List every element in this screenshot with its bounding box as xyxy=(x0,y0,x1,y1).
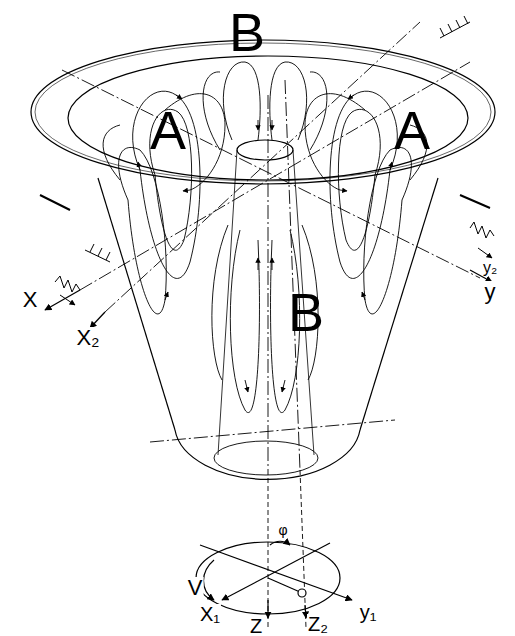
axis-label: y₂ xyxy=(482,260,498,276)
drawing-path xyxy=(330,91,397,278)
drawing-ellipse xyxy=(214,441,318,475)
drawing-g xyxy=(268,470,306,628)
drawing-polyline xyxy=(55,276,80,292)
drawing-line xyxy=(183,190,190,191)
drawing-g xyxy=(138,95,392,392)
drawing-line xyxy=(98,248,102,256)
drawing-line xyxy=(272,120,273,130)
drawing-path xyxy=(203,72,220,150)
drawing-line xyxy=(440,22,470,38)
drawing-line xyxy=(460,195,490,208)
drawing-ellipse xyxy=(31,40,495,184)
drawing-line xyxy=(272,258,273,270)
drawing-line xyxy=(258,258,259,270)
drawing-path xyxy=(364,147,412,313)
drawing-line xyxy=(268,470,269,628)
drawing-line xyxy=(90,312,105,328)
drawing-line xyxy=(267,600,268,618)
drawing-polyline xyxy=(470,222,494,238)
drawing-line xyxy=(340,190,347,191)
drawing-ellipse xyxy=(68,56,468,180)
drawing-line xyxy=(440,28,444,36)
region-letter: A xyxy=(149,103,187,157)
drawing-line xyxy=(448,24,452,32)
drawing-line xyxy=(138,162,140,170)
drawing-g xyxy=(62,22,480,470)
drawing-g xyxy=(103,62,427,413)
drawing-path xyxy=(133,91,200,278)
drawing-line xyxy=(245,380,248,392)
drawing-line xyxy=(85,250,110,262)
axis-label: V xyxy=(187,577,204,599)
drawing-line xyxy=(222,543,330,600)
axis-label: φ xyxy=(277,523,288,537)
drawing-line xyxy=(268,95,269,470)
region-letter: B xyxy=(287,285,325,339)
drawing-g xyxy=(40,16,494,305)
drawing-line xyxy=(90,244,94,252)
drawing-path xyxy=(223,62,260,140)
drawing-line xyxy=(305,605,306,618)
drawing-line xyxy=(478,248,492,258)
axis-label: y₁ xyxy=(359,602,378,622)
axis-label: X xyxy=(22,289,39,311)
drawing-path xyxy=(310,72,327,150)
drawing-path xyxy=(212,225,228,380)
drawing-line xyxy=(106,252,110,260)
drawing-line xyxy=(60,295,75,305)
drawing-circle xyxy=(298,589,306,597)
axis-label: y xyxy=(484,281,497,303)
drawing-line xyxy=(268,578,300,592)
drawing-ellipse xyxy=(35,43,491,181)
drawing-path xyxy=(338,109,380,250)
drawing-line xyxy=(200,545,352,600)
axis-label: X₂ xyxy=(75,327,100,349)
drawing-path xyxy=(270,62,307,140)
drawing-line xyxy=(45,290,80,310)
drawing-path xyxy=(270,541,290,545)
drawing-path xyxy=(175,430,360,479)
drawing-line xyxy=(348,95,354,99)
drawing-ellipse xyxy=(237,140,293,160)
drawing-line xyxy=(150,420,395,442)
region-letter: A xyxy=(393,103,431,157)
drawing-line xyxy=(456,20,460,28)
axis-label: Z xyxy=(249,616,263,636)
drawing-line xyxy=(464,16,468,24)
drawing-line xyxy=(390,162,392,170)
drawing-line xyxy=(218,150,237,455)
drawing-path xyxy=(230,230,259,413)
drawing-line xyxy=(40,195,70,210)
drawing-line xyxy=(282,380,285,392)
axis-label: X₁ xyxy=(199,604,221,624)
drawing-path xyxy=(103,125,120,180)
drawing-line xyxy=(165,292,168,300)
drawing-line xyxy=(98,178,175,430)
drawing-line xyxy=(300,470,306,628)
drawing-g xyxy=(31,16,495,628)
region-letter: B xyxy=(228,5,266,59)
drawing-path xyxy=(305,94,365,190)
drawing-line xyxy=(258,120,259,130)
drawing-path xyxy=(119,147,167,313)
axis-label: Z₂ xyxy=(307,614,329,634)
drawing-path xyxy=(204,560,215,600)
drawing-line xyxy=(360,178,438,430)
drawing-line xyxy=(362,292,365,300)
drawing-line xyxy=(176,95,182,99)
